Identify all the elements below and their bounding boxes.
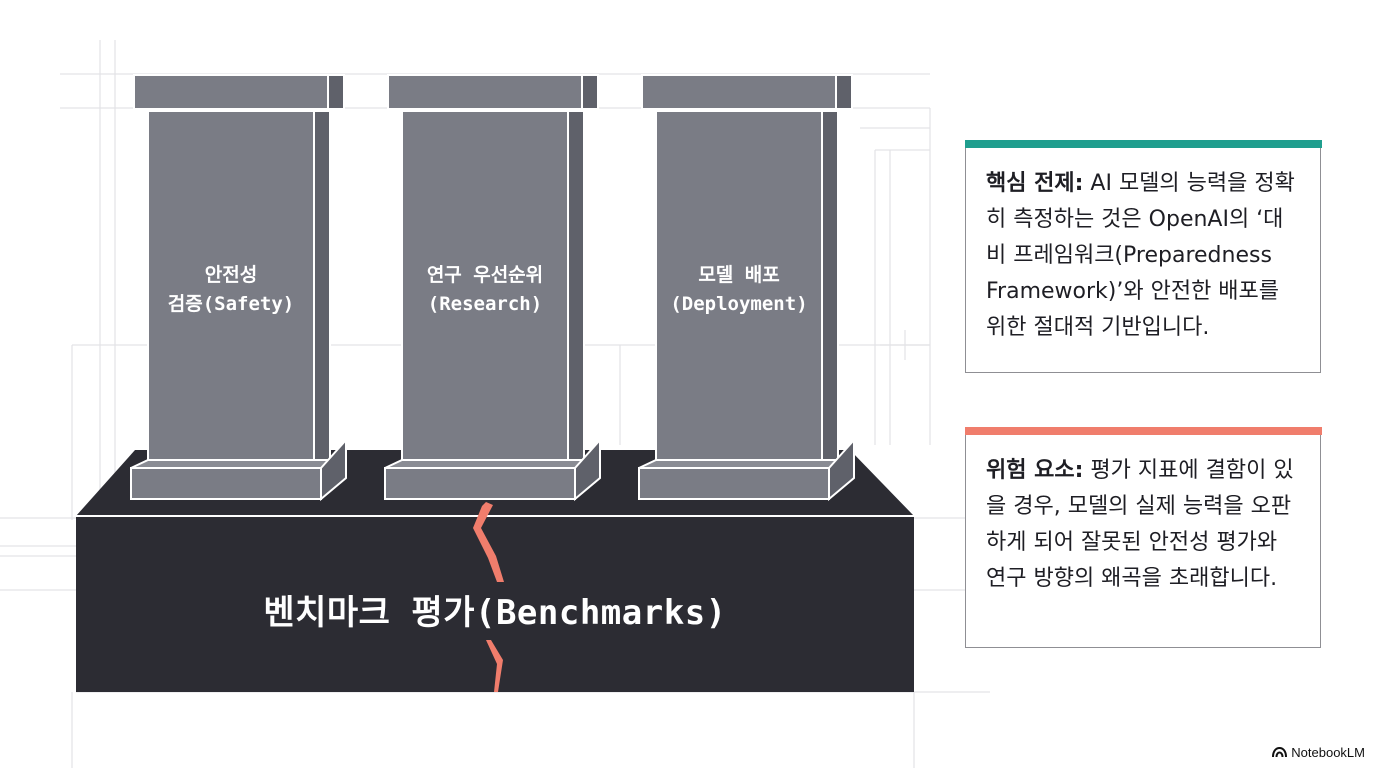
pillar-label-line1: 안전성 [204,264,258,286]
base-front [76,517,914,692]
brand-label: NotebookLM [1291,745,1365,760]
risk-text: 위험 요소: 평가 지표에 결함이 있을 경우, 모델의 실제 능력을 오판하게… [966,435,1320,597]
notebooklm-logo-icon [1272,747,1288,758]
notebooklm-watermark: NotebookLM [1272,745,1365,760]
pillar-research [384,74,601,502]
pillar-deployment [638,74,855,502]
pillar-safety [130,74,347,502]
premise-body: AI 모델의 능력을 정확히 측정하는 것은 OpenAI의 ‘대비 프레임워크… [986,171,1295,340]
pillar-label-line1: 모델 배포 [698,264,780,286]
pillar-label-line2: 검증(Safety) [167,293,295,315]
premise-title: 핵심 전제: [986,171,1084,196]
risk-title: 위험 요소: [986,458,1084,483]
pillar-label-deployment: 모델 배포 (Deployment) [644,261,834,319]
risk-card: 위험 요소: 평가 지표에 결함이 있을 경우, 모델의 실제 능력을 오판하게… [964,427,1322,648]
premise-text: 핵심 전제: AI 모델의 능력을 정확히 측정하는 것은 OpenAI의 ‘대… [966,148,1320,346]
base-label: 벤치마크 평가(Benchmarks) [263,593,727,633]
premise-card: 핵심 전제: AI 모델의 능력을 정확히 측정하는 것은 OpenAI의 ‘대… [964,140,1322,373]
pillar-label-line1: 연구 우선순위 [426,264,544,286]
risk-body: 평가 지표에 결함이 있을 경우, 모델의 실제 능력을 오판하게 되어 잘못된… [986,458,1294,591]
premise-accent-bar [964,140,1322,148]
pillar-label-line2: (Deployment) [670,293,808,315]
crack-mark [473,502,504,692]
risk-accent-bar [964,427,1322,435]
pillar-label-research: 연구 우선순위 (Research) [390,261,580,319]
pillar-label-safety: 안전성 검증(Safety) [136,261,326,319]
pillar-label-line2: (Research) [427,293,543,315]
